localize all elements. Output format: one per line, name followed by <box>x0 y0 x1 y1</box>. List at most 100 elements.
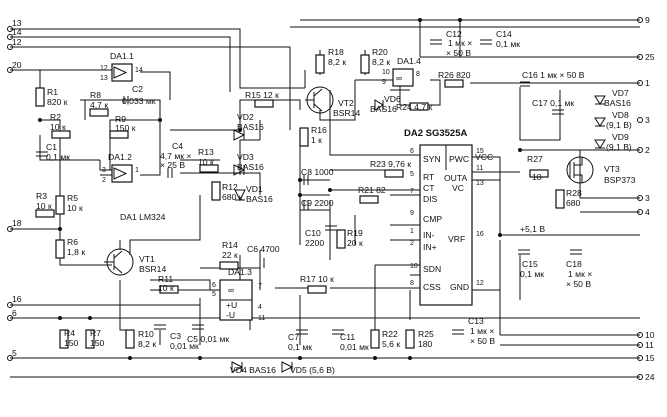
svg-text:R18: R18 <box>328 47 344 57</box>
vd5-symbol <box>281 361 294 373</box>
transistor-vt3: VT3 BSP373 <box>566 156 636 185</box>
terminal-label: 16 <box>12 294 22 304</box>
da13-label: DA1.3 <box>228 267 252 277</box>
svg-text:9: 9 <box>382 79 386 86</box>
svg-text:BAS16: BAS16 <box>237 162 264 172</box>
svg-text:BSP373: BSP373 <box>604 175 636 185</box>
svg-text:R28: R28 <box>566 188 582 198</box>
svg-text:C3: C3 <box>170 331 181 341</box>
svg-text:C18: C18 <box>566 259 582 269</box>
da2-pin-outa: OUTA <box>444 173 468 183</box>
r16-symbol <box>299 127 309 147</box>
svg-text:VT2: VT2 <box>338 98 354 108</box>
svg-text:0,1 мк: 0,1 мк <box>520 269 544 279</box>
svg-text:0,01 мк: 0,01 мк <box>340 342 369 352</box>
vd2-symbol <box>233 129 246 141</box>
r22-symbol <box>370 329 380 349</box>
c11-symbol <box>332 329 344 335</box>
svg-text:VD5 (5,6 В): VD5 (5,6 В) <box>290 365 335 375</box>
da2-pinnum: 13 <box>476 180 484 187</box>
capacitors <box>36 39 582 335</box>
svg-text:150 к: 150 к <box>115 123 136 133</box>
svg-text:VD1: VD1 <box>246 184 263 194</box>
c18-symbol <box>570 249 582 255</box>
vd7-symbol <box>594 95 606 105</box>
diodes <box>231 95 606 373</box>
svg-text:R11: R11 <box>158 274 173 284</box>
r25-symbol <box>405 329 415 349</box>
svg-text:8: 8 <box>416 71 420 78</box>
svg-text:R2: R2 <box>50 112 61 122</box>
svg-text:14: 14 <box>135 67 143 74</box>
da12-label: DA1.2 <box>108 152 132 162</box>
r5-symbol <box>55 195 65 215</box>
c16-symbol <box>520 81 530 87</box>
svg-text:∞: ∞ <box>228 285 234 295</box>
vd6-symbol <box>374 99 384 111</box>
c13-symbol <box>452 329 464 335</box>
svg-text:BAS16: BAS16 <box>370 104 397 114</box>
svg-text:10 к: 10 к <box>50 122 66 132</box>
svg-text:R10: R10 <box>138 329 154 339</box>
opamp-da12: DA1.2 3 2 1 <box>102 152 139 184</box>
svg-text:C5 0,01 мк: C5 0,01 мк <box>187 334 229 344</box>
svg-text:VD2: VD2 <box>237 112 254 122</box>
svg-text:R22: R22 <box>382 329 398 339</box>
svg-text:BSR14: BSR14 <box>139 264 166 274</box>
svg-text:4,7 к: 4,7 к <box>90 100 108 110</box>
r11-symbol <box>159 285 179 294</box>
r26-symbol <box>444 79 464 88</box>
svg-text:10 к: 10 к <box>36 201 52 211</box>
svg-text:R15 12 к: R15 12 к <box>245 90 279 100</box>
svg-text:R1: R1 <box>47 87 58 97</box>
da2-pin-cmp: CMP <box>423 214 442 224</box>
svg-text:VD9: VD9 <box>612 132 629 142</box>
svg-text:C6 4700: C6 4700 <box>247 244 280 254</box>
r2-symbol <box>51 130 71 139</box>
svg-text:1,8 к: 1,8 к <box>67 247 85 257</box>
svg-text:1 мк ×: 1 мк × <box>448 38 472 48</box>
svg-text:VD6: VD6 <box>384 94 401 104</box>
vd1-symbol <box>234 189 246 202</box>
svg-text:20 к: 20 к <box>347 238 363 248</box>
svg-text:0,1 мк: 0,1 мк <box>288 342 312 352</box>
svg-text:R14: R14 <box>222 240 238 250</box>
vd8-symbol <box>594 117 606 127</box>
da11-label: DA1.1 <box>110 51 134 61</box>
svg-text:× 50 В: × 50 В <box>446 48 471 58</box>
svg-text:R3: R3 <box>36 191 47 201</box>
svg-text:R25: R25 <box>418 329 434 339</box>
da2-pin-vcc: VCC <box>475 152 493 162</box>
terminal-label: 18 <box>12 218 22 228</box>
svg-text:C15: C15 <box>522 259 538 269</box>
svg-text:C17 0,1 мк: C17 0,1 мк <box>532 98 574 108</box>
da1-model-label: DA1 LM324 <box>120 212 166 222</box>
da2-pin-pwc: PWC <box>449 154 469 164</box>
svg-text:+U: +U <box>226 300 237 310</box>
svg-text:8,2 к: 8,2 к <box>328 57 346 67</box>
da2-pin-inp: IN+ <box>423 242 437 252</box>
r7-symbol <box>85 329 95 349</box>
da2-pin-ct: CT <box>423 183 435 193</box>
r24-symbol <box>409 102 429 111</box>
svg-text:C1: C1 <box>46 142 57 152</box>
da2-pinnum: 1 <box>410 228 414 235</box>
svg-text:1 к: 1 к <box>311 135 322 145</box>
r19-symbol <box>336 229 346 249</box>
c12-symbol <box>430 39 442 45</box>
da2-pin-vc: VC <box>452 183 464 193</box>
da2-pin-css: CSS <box>423 282 441 292</box>
svg-text:R7: R7 <box>90 328 101 338</box>
ic-da2: DA2 SG3525A SYN PWC VCC RT CT DIS OUTA V… <box>404 128 493 306</box>
svg-text:C7: C7 <box>288 332 299 342</box>
r8-symbol <box>89 108 109 117</box>
svg-text:R4: R4 <box>64 328 75 338</box>
svg-text:6: 6 <box>212 282 216 289</box>
r10-symbol <box>125 329 135 349</box>
svg-text:4: 4 <box>258 304 262 311</box>
svg-text:C14: C14 <box>496 29 512 39</box>
svg-text:VT3: VT3 <box>604 164 620 174</box>
svg-text:BAS16: BAS16 <box>237 122 264 132</box>
svg-text:R19: R19 <box>347 228 363 238</box>
